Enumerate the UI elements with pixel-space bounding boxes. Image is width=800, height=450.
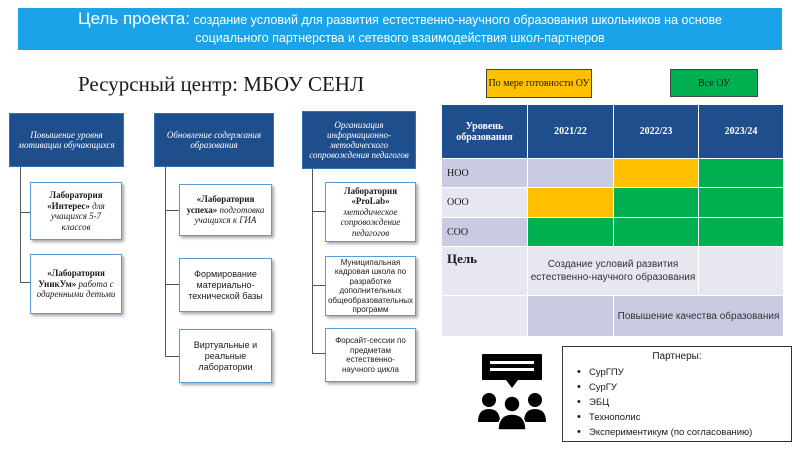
connector — [312, 353, 325, 354]
lab-title: «Лаборатория УникУм» — [38, 268, 105, 289]
row-label: НОО — [441, 158, 528, 188]
goal-text-line2: социального партнерства и сетевого взаим… — [195, 31, 605, 45]
item-text: Формирование материально-технической баз… — [188, 268, 263, 301]
lab-title: Лаборатория «ProLab» — [343, 185, 398, 207]
cell-green — [613, 187, 699, 218]
column-header-content-update: Обновление содержания образования — [154, 113, 274, 167]
list-item: СурГПУ — [577, 365, 791, 380]
list-item: Технополис — [577, 410, 791, 425]
connector — [312, 211, 325, 212]
list-item: СурГУ — [577, 380, 791, 395]
lab-title: «Лаборатория успеха» — [186, 194, 255, 215]
table-header-level: Уровень образования — [441, 104, 528, 159]
cell-empty — [698, 246, 784, 296]
cell-green — [698, 187, 784, 218]
cell-empty — [527, 158, 614, 188]
partners-box: Партнеры: СурГПУ СурГУ ЭБЦ Технополис Эк… — [562, 346, 792, 442]
table-header-year: 2023/24 — [698, 104, 784, 159]
table-row: Повышение качества образования — [441, 295, 784, 337]
cell-yellow — [527, 187, 614, 218]
partners-title: Партнеры: — [652, 351, 702, 362]
goal-row-label: Цель — [441, 246, 528, 296]
people-discussion-icon — [476, 352, 548, 432]
item-text: Муниципальная кадровая школа по разработ… — [327, 257, 414, 315]
lab-desc: для учащихся 5-7 классов — [50, 200, 105, 232]
row-label: СОО — [441, 217, 528, 247]
lab-title: Лаборатория «Интерес» — [47, 190, 103, 211]
cell-green — [527, 217, 614, 247]
connector — [20, 212, 30, 213]
cell-yellow — [613, 158, 699, 188]
list-item: Экспериментикум (по согласованию) — [577, 425, 791, 440]
lab-desc: подготовка учащихся к ГИА — [194, 204, 265, 226]
foresight-sessions-box: Форсайт-сессии по предметам естественно-… — [325, 328, 416, 382]
lab-desc: методическое сопровождение педагогов — [340, 206, 401, 238]
cell-green — [698, 217, 784, 247]
connector — [165, 356, 179, 357]
lab-uspekh-box: «Лаборатория успеха» подготовка учащихся… — [179, 184, 272, 236]
partners-list: СурГПУ СурГУ ЭБЦ Технополис Эксперименти… — [563, 365, 791, 440]
goal-text-line1: создание условий для развития естественн… — [193, 13, 722, 27]
connector — [312, 169, 313, 354]
column-header-teacher-support: Организация информационно-методического … — [302, 111, 416, 169]
table-row: СОО — [441, 217, 784, 247]
connector — [20, 282, 30, 283]
cell-green — [613, 217, 699, 247]
item-text: Виртуальные и реальные лаборатории — [193, 339, 258, 372]
connector — [20, 167, 21, 282]
item-text: Форсайт-сессии по предметам естественно-… — [335, 336, 406, 374]
connector — [165, 167, 166, 357]
row-label: ООО — [441, 187, 528, 218]
schedule-table: Уровень образования 2021/22 2022/23 2023… — [441, 104, 784, 337]
virtual-labs-box: Виртуальные и реальные лаборатории — [179, 329, 272, 383]
people-discussion-svg — [478, 354, 546, 431]
goal-text-cell: Создание условий развития естественно-на… — [527, 246, 699, 296]
resource-center-title: Ресурсный центр: МБОУ СЕНЛ — [78, 72, 365, 96]
connector — [312, 285, 325, 286]
cell-green — [698, 158, 784, 188]
table-header-year: 2021/22 — [527, 104, 614, 159]
goal-text-cell-2: Повышение качества образования — [613, 295, 784, 337]
municipal-school-box: Муниципальная кадровая школа по разработ… — [325, 256, 416, 316]
legend-green: Все ОУ — [670, 69, 758, 97]
lab-interes-box: Лаборатория «Интерес» для учащихся 5-7 к… — [30, 182, 122, 240]
lab-desc: работа с одаренными детьми — [36, 278, 116, 300]
goal-label: Цель проекта: — [78, 9, 190, 28]
table-row: Цель Создание условий развития естествен… — [441, 246, 784, 296]
table-row: ООО — [441, 187, 784, 218]
lab-unikum-box: «Лаборатория УникУм» работа с одаренными… — [30, 254, 122, 314]
lab-prolab-box: Лаборатория «ProLab» методическое сопров… — [325, 182, 416, 242]
material-base-box: Формирование материально-технической баз… — [179, 258, 272, 312]
table-header-year: 2022/23 — [613, 104, 699, 159]
cell-empty — [527, 295, 614, 337]
table-row: НОО — [441, 158, 784, 188]
list-item: ЭБЦ — [577, 395, 791, 410]
connector — [165, 210, 179, 211]
legend-yellow: По мере готовности ОУ — [486, 69, 592, 98]
project-goal-banner: Цель проекта: создание условий для разви… — [18, 8, 782, 50]
cell-empty — [441, 295, 528, 337]
connector — [165, 284, 179, 285]
column-header-motivation: Повышение уровня мотивации обучающихся — [9, 113, 124, 167]
